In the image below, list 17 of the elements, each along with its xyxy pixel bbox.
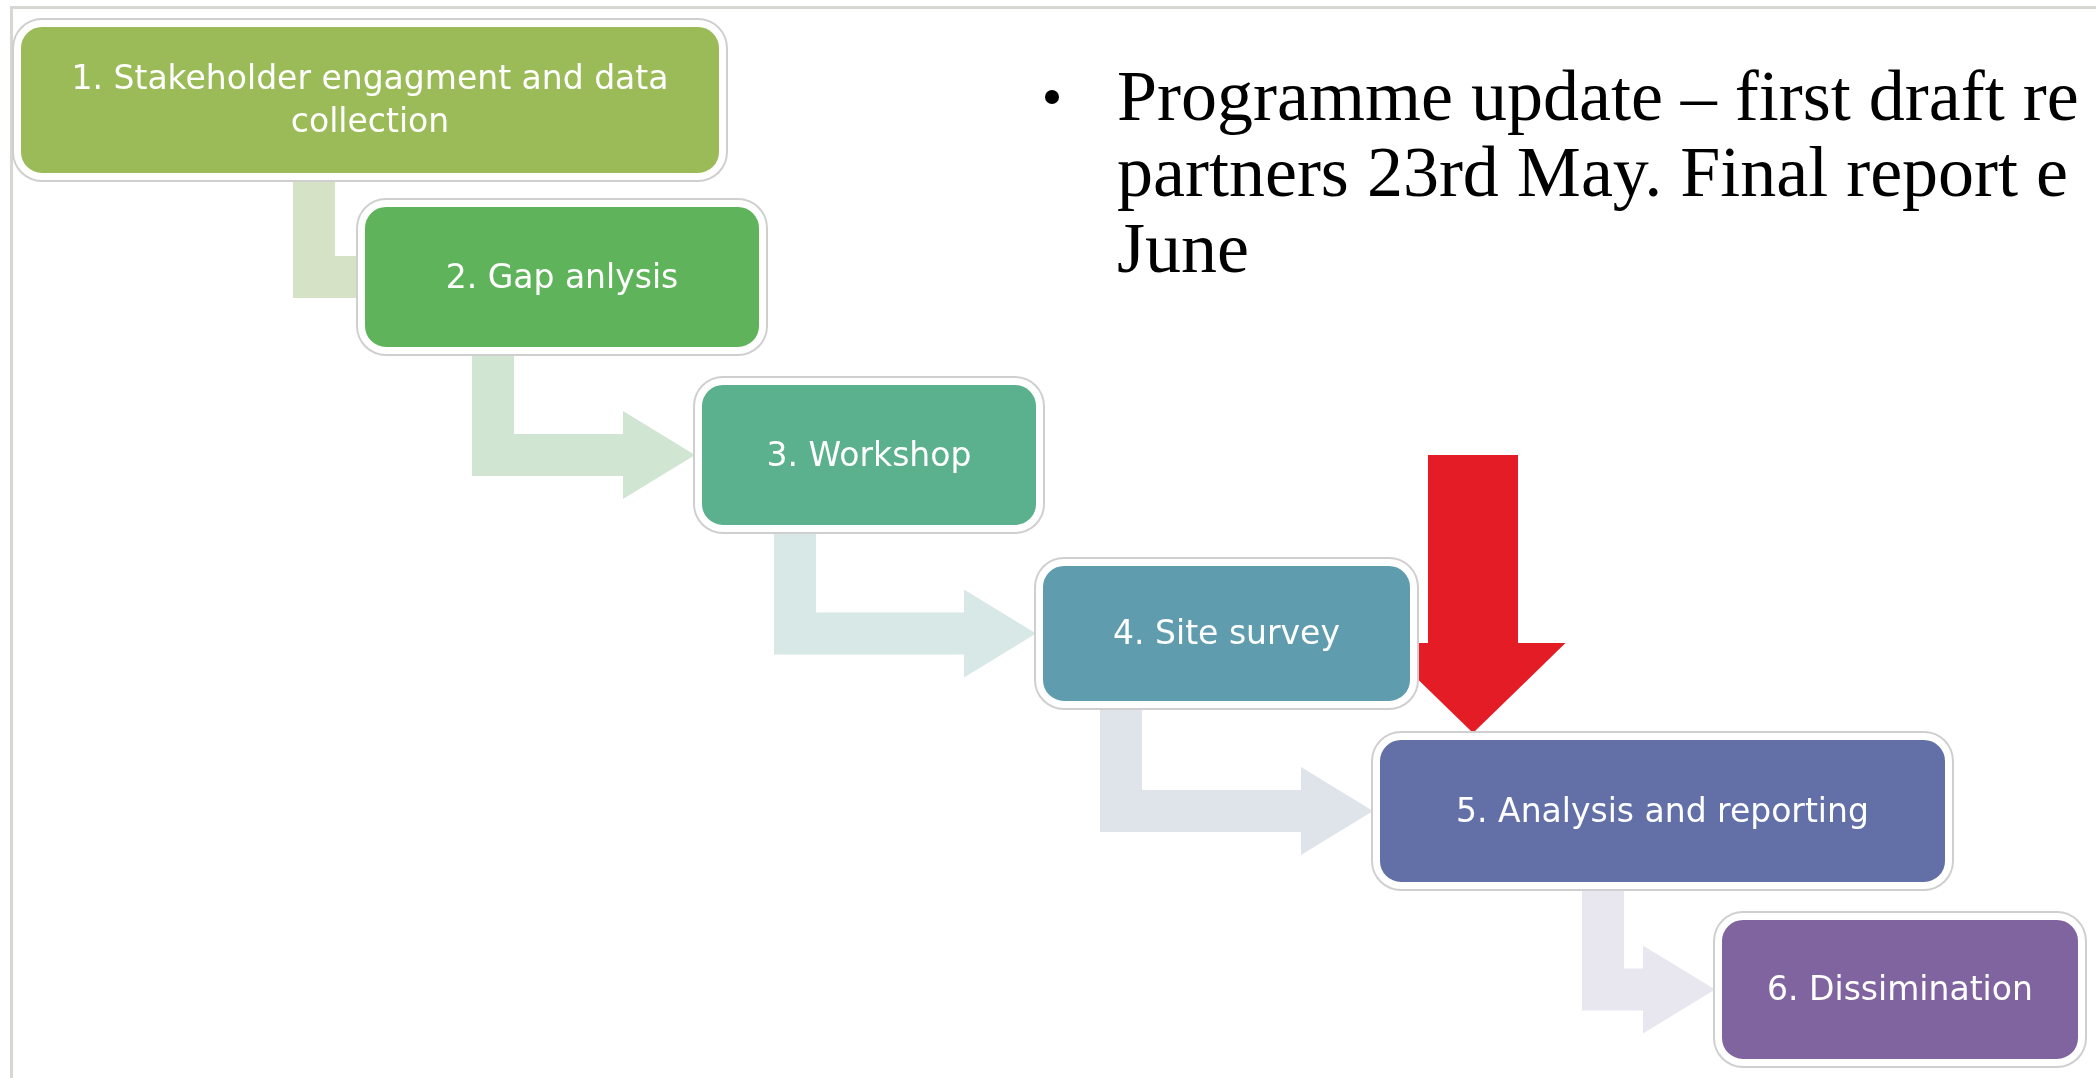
step-label: 5. Analysis and reporting (1455, 789, 1870, 832)
step-box (358, 200, 766, 354)
step-box (695, 378, 1043, 532)
step-label: 3. Workshop (765, 433, 973, 476)
step-box (14, 20, 726, 180)
step-label: 6. Dissimination (1766, 968, 2034, 1011)
bullet-text: Programme update – first draft re partners 23rd May. Final report e June (1117, 58, 2080, 286)
step-box (1373, 733, 1952, 889)
bent-arrow (1100, 708, 1373, 855)
step-box (1036, 559, 1417, 708)
step-label: 2. Gap anlysis (444, 255, 680, 298)
bent-arrow (472, 354, 695, 499)
step-label: 1. Stakeholder engagment and data collection (70, 57, 670, 142)
bent-arrow (774, 532, 1036, 678)
step-label: 4. Site survey (1112, 612, 1341, 655)
step-box (1715, 913, 2085, 1066)
bent-arrow (1582, 889, 1715, 1034)
